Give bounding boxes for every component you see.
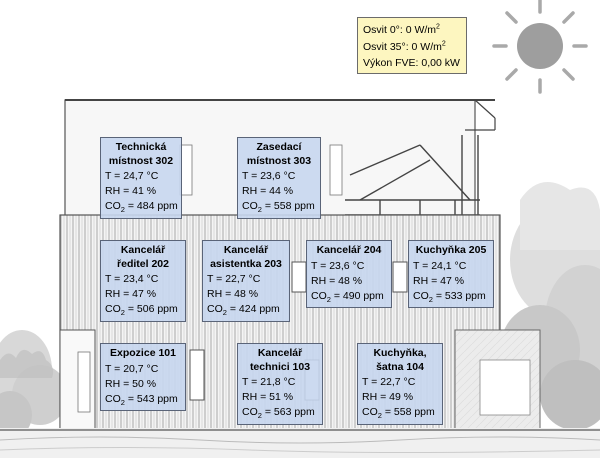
humidity-reading: RH = 44 % (242, 185, 294, 197)
room-title: Expozice 101 (110, 347, 176, 359)
room-panel-101[interactable]: Expozice 101 T = 20,7 °C RH = 50 % CO2 =… (100, 343, 186, 411)
humidity-reading: RH = 49 % (362, 391, 414, 403)
humidity-reading: RH = 50 % (105, 377, 157, 390)
humidity-reading: RH = 41 % (105, 185, 157, 197)
solar-info-panel: Osvit 0°: 0 W/m2 Osvit 35°: 0 W/m2 Výkon… (357, 17, 467, 74)
room-panel-203[interactable]: Kancelář asistentka 203 T = 22,7 °C RH =… (202, 240, 290, 322)
pv-power-reading: Výkon FVE: 0,00 kW (363, 57, 460, 69)
temperature-reading: T = 23,6 °C (311, 259, 365, 272)
humidity-reading: RH = 51 % (242, 391, 294, 403)
temperature-reading: T = 24,7 °C (105, 170, 159, 182)
co2-reading: CO2 = 424 ppm (207, 303, 280, 318)
co2-reading: CO2 = 484 ppm (105, 200, 178, 215)
temperature-reading: T = 22,7 °C (207, 273, 261, 285)
co2-reading: CO2 = 543 ppm (105, 392, 178, 407)
room-title: Kancelář technici 103 (249, 347, 311, 373)
room-panel-302[interactable]: Technická místnost 302 T = 24,7 °C RH = … (100, 137, 182, 219)
room-panel-205[interactable]: Kuchyňka 205 T = 24,1 °C RH = 47 % CO2 =… (408, 240, 494, 308)
room-panel-204[interactable]: Kancelář 204 T = 23,6 °C RH = 48 % CO2 =… (306, 240, 392, 308)
humidity-reading: RH = 47 % (105, 288, 157, 300)
room-title: Kuchyňka 205 (415, 244, 487, 256)
trees-left (0, 330, 68, 439)
humidity-reading: RH = 47 % (413, 274, 465, 287)
co2-reading: CO2 = 558 ppm (362, 406, 435, 421)
sun-icon (492, 0, 588, 94)
room-panel-202[interactable]: Kancelář ředitel 202 T = 23,4 °C RH = 47… (100, 240, 186, 322)
room-title: Kancelář 204 (316, 244, 382, 256)
temperature-reading: T = 24,1 °C (413, 259, 467, 272)
humidity-reading: RH = 48 % (311, 274, 363, 287)
room-panel-103[interactable]: Kancelář technici 103 T = 21,8 °C RH = 5… (237, 343, 323, 425)
co2-reading: CO2 = 533 ppm (413, 289, 486, 304)
room-panel-104[interactable]: Kuchyňka, šatna 104 T = 22,7 °C RH = 49 … (357, 343, 443, 425)
room-title: Kuchyňka, šatna 104 (373, 347, 427, 373)
room-title: Kancelář ředitel 202 (117, 244, 169, 270)
temperature-reading: T = 23,6 °C (242, 170, 296, 182)
room-title: Technická místnost 302 (108, 141, 174, 167)
room-title: Kancelář asistentka 203 (210, 244, 282, 270)
temperature-reading: T = 22,7 °C (362, 376, 416, 388)
co2-reading: CO2 = 563 ppm (242, 406, 315, 421)
humidity-reading: RH = 48 % (207, 288, 259, 300)
temperature-reading: T = 23,4 °C (105, 273, 159, 285)
room-panel-303[interactable]: Zasedací místnost 303 T = 23,6 °C RH = 4… (237, 137, 321, 219)
temperature-reading: T = 21,8 °C (242, 376, 296, 388)
osvit-35-reading: Osvit 35°: 0 W/m2 (363, 40, 446, 53)
co2-reading: CO2 = 490 ppm (311, 289, 384, 304)
co2-reading: CO2 = 558 ppm (242, 200, 315, 215)
co2-reading: CO2 = 506 ppm (105, 303, 178, 318)
room-title: Zasedací místnost 303 (246, 141, 312, 167)
temperature-reading: T = 20,7 °C (105, 362, 159, 375)
osvit-0-reading: Osvit 0°: 0 W/m2 (363, 23, 440, 37)
